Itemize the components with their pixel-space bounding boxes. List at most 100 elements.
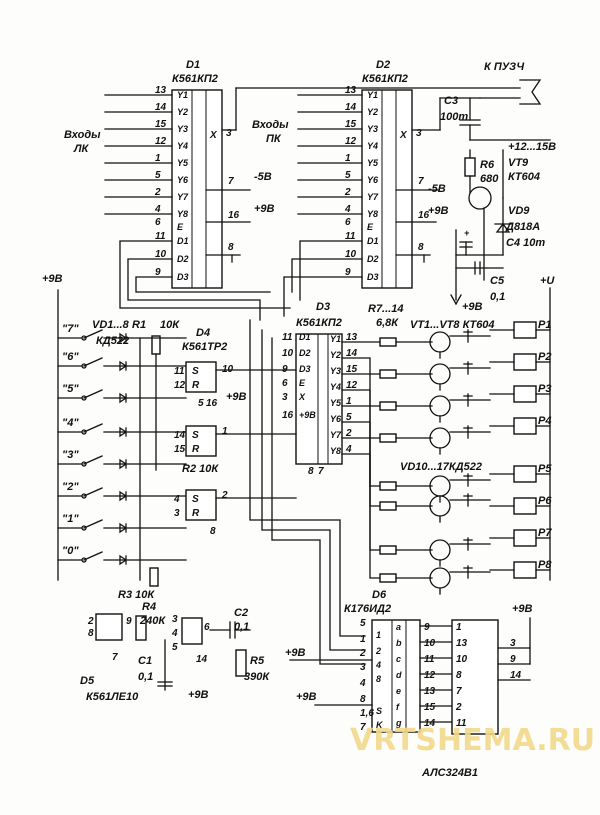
svg-text:3: 3 <box>174 508 180 519</box>
pin-label: 8 <box>376 674 381 684</box>
svg-text:S: S <box>192 494 199 505</box>
pk-inputs: Входы ПК <box>252 94 363 215</box>
resistor <box>379 401 397 411</box>
pin-label: Y2 <box>367 107 378 117</box>
pin-number: 13 <box>346 332 358 343</box>
svg-text:R: R <box>192 444 200 455</box>
pin-number: 12 <box>346 380 358 391</box>
diode <box>119 554 128 566</box>
pin-number: 15 <box>345 119 357 130</box>
svg-text:VT1...VT8 КТ604: VT1...VT8 КТ604 <box>410 319 495 331</box>
pin-number: 2 <box>344 187 351 198</box>
diode <box>119 360 128 372</box>
pin-number: 16 <box>282 410 294 421</box>
svg-text:+9В: +9В <box>428 205 449 217</box>
pin-number: 11 <box>155 231 166 242</box>
pin-number: 6 <box>282 378 288 389</box>
svg-text:Входы: Входы <box>252 119 289 131</box>
relay-coil <box>513 561 537 579</box>
svg-text:680: 680 <box>480 173 499 185</box>
resistor <box>379 337 397 347</box>
pin-number: 4 <box>345 444 352 455</box>
svg-text:VD1...8: VD1...8 <box>92 319 130 331</box>
relay-label: P1 <box>538 319 551 331</box>
svg-text:+: + <box>464 228 470 238</box>
diode <box>119 522 128 534</box>
pin-label: S <box>376 706 382 716</box>
diode <box>119 392 128 404</box>
pin-label: 2 <box>375 646 381 656</box>
svg-text:К176ИД2: К176ИД2 <box>344 603 391 615</box>
relay-label: P3 <box>538 383 551 395</box>
pin-label: Y7 <box>367 192 379 202</box>
svg-text:2: 2 <box>87 616 94 627</box>
transistor <box>429 363 451 385</box>
diode <box>119 490 128 502</box>
svg-text:C5: C5 <box>490 275 505 287</box>
pin-label: D2 <box>177 254 189 264</box>
pin-number: 1 <box>346 396 352 407</box>
pin-number: 11 <box>282 332 293 343</box>
pin-label: Y5 <box>367 158 379 168</box>
svg-text:3: 3 <box>226 128 232 139</box>
amp-output: К ПУЗЧ C3 100m <box>235 61 542 141</box>
seg-label: f <box>396 702 400 712</box>
pin-label: Y2 <box>330 350 341 360</box>
svg-text:D6: D6 <box>372 589 387 601</box>
pin-number: 12 <box>155 136 167 147</box>
pin-number: 12 <box>424 670 436 681</box>
svg-text:8: 8 <box>228 242 234 253</box>
svg-text:АЛС324В1: АЛС324В1 <box>421 767 478 779</box>
svg-text:14: 14 <box>174 430 186 441</box>
pin-number: 10 <box>282 348 294 359</box>
relay-coil <box>513 529 537 547</box>
pin-number: 14 <box>345 102 357 113</box>
svg-text:R4: R4 <box>142 601 156 613</box>
svg-text:+9В: +9В <box>296 691 317 703</box>
address-bus <box>119 240 366 665</box>
pin-number: 15 <box>346 364 358 375</box>
pin-number: 10 <box>345 249 357 260</box>
pin-number: 4 <box>154 204 161 215</box>
relay-label: P7 <box>538 527 552 539</box>
pin-number: 14 <box>424 718 436 729</box>
pin-number: 13 <box>424 686 436 697</box>
pin-label: Y8 <box>177 209 188 219</box>
svg-text:ПК: ПК <box>266 133 282 145</box>
svg-text:-5В: -5В <box>428 183 446 195</box>
pin-label: X <box>298 392 306 402</box>
pin-number: 14 <box>155 102 167 113</box>
pin-number: 10 <box>155 249 167 260</box>
svg-text:Входы: Входы <box>64 129 101 141</box>
d2-ref: D2 <box>376 59 390 71</box>
svg-text:8: 8 <box>88 628 94 639</box>
relay-label: P2 <box>538 351 551 363</box>
svg-text:X: X <box>399 130 408 141</box>
svg-text:C1: C1 <box>138 655 152 667</box>
pin-label: 4 <box>375 660 381 670</box>
power-supply: +12...15В R6 680 VT9 КТ604 VD9 Д818А C4 … <box>450 139 556 581</box>
svg-text:+9В: +9В <box>285 647 306 659</box>
seg-label: g <box>395 718 402 728</box>
relay-coil <box>513 497 537 515</box>
svg-text:9: 9 <box>126 616 132 627</box>
pin-label: Y1 <box>177 90 188 100</box>
pin-label: D2 <box>367 254 379 264</box>
d1-ref: D1 <box>186 59 200 71</box>
svg-text:5: 5 <box>198 398 204 409</box>
pin-number: 3 <box>360 662 366 673</box>
pin-number: 10 <box>456 654 468 665</box>
pin-label: D3 <box>177 272 189 282</box>
svg-text:Д818А: Д818А <box>505 221 540 233</box>
svg-text:КТ604: КТ604 <box>508 171 540 183</box>
svg-text:7: 7 <box>318 466 324 477</box>
drive-line <box>341 357 381 375</box>
pin-label: Y3 <box>330 366 341 376</box>
resistor <box>379 501 397 511</box>
pin-number: 9 <box>424 622 430 633</box>
switch-label: "5" <box>62 383 79 395</box>
